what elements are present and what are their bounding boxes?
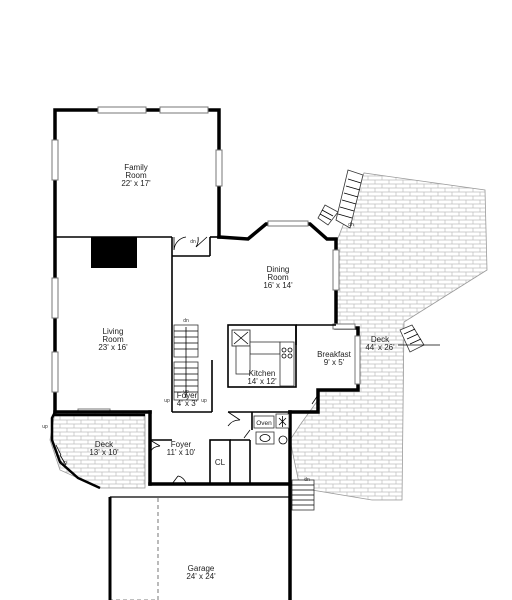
- deck-stair-lower-dn-label: dn: [304, 477, 310, 483]
- room-labels: Family Room 22' x 17' Living Room 23' x …: [89, 163, 395, 581]
- stair-dn-label: dn: [183, 318, 189, 324]
- deck-west-up-label-2: up: [61, 460, 67, 466]
- living-room-name-1: Living: [103, 327, 124, 336]
- hall-dn-label: dn: [190, 239, 196, 245]
- deck-west: up up: [42, 408, 146, 490]
- kitchen-name: Kitchen: [249, 369, 276, 378]
- fireplace: [91, 237, 137, 268]
- kitchen-dims: 14' x 12': [247, 377, 277, 386]
- closet-label: CL: [215, 458, 226, 467]
- deck-stair-upper: dn: [317, 169, 364, 229]
- family-room-name-2: Room: [125, 171, 147, 180]
- garage: [108, 484, 292, 600]
- deck-stair-lower: dn: [291, 477, 315, 511]
- breakfast-name: Breakfast: [317, 350, 352, 359]
- foyer-upper-name: Foyer: [177, 391, 198, 400]
- interior-walls: [55, 236, 336, 485]
- dining-room-name-2: Room: [267, 273, 289, 282]
- door-swings: dn: [149, 236, 319, 485]
- kitchen-fixtures: [231, 329, 295, 387]
- deck-stair-right: [398, 324, 440, 353]
- utility-fixtures: [253, 413, 290, 445]
- living-room-name-2: Room: [102, 335, 124, 344]
- interior-stairs: dn up up up: [164, 318, 207, 404]
- foyer-lower-name: Foyer: [171, 440, 192, 449]
- stair-up-label-2: up: [201, 398, 207, 404]
- stair-up-label-3: up: [183, 389, 189, 395]
- deck-stair-upper-dn-label: dn: [348, 222, 354, 228]
- dining-room-name-1: Dining: [267, 265, 290, 274]
- exterior-walls: [51, 106, 361, 486]
- family-room-name-1: Family: [124, 163, 148, 172]
- deck-east-dims: 44' x 26': [365, 343, 395, 352]
- foyer-lower-dims: 11' x 10': [167, 448, 196, 457]
- garage-name: Garage: [188, 564, 215, 573]
- breakfast-dims: 9' x 5': [324, 358, 345, 367]
- dining-room-dims: 16' x 14': [263, 281, 293, 290]
- garage-dims: 24' x 24': [186, 572, 216, 581]
- deck-east-name: Deck: [371, 335, 390, 344]
- deck-west-name: Deck: [95, 440, 114, 449]
- family-room-dims: 22' x 17': [121, 179, 151, 188]
- foyer-upper-dims: 4' x 3': [177, 399, 198, 408]
- deck-west-dims: 13' x 10': [89, 448, 119, 457]
- stair-up-label-1: up: [164, 398, 170, 404]
- living-room-dims: 23' x 16': [98, 343, 128, 352]
- deck-west-up-label-1: up: [42, 424, 48, 430]
- oven-label: Oven: [256, 420, 272, 427]
